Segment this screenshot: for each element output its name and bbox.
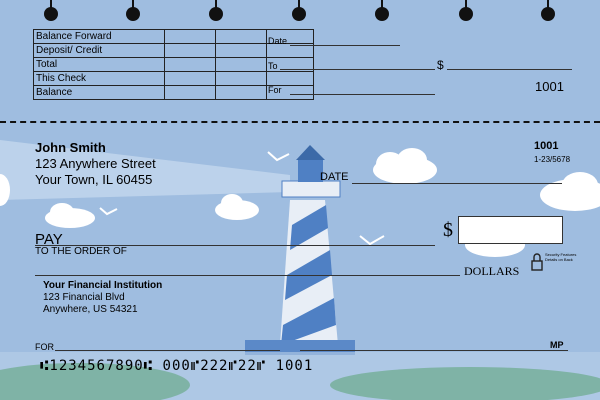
bank-name: Your Financial Institution	[43, 280, 163, 291]
stub-cell[interactable]	[215, 43, 267, 58]
stub-date-field[interactable]	[290, 45, 400, 46]
stub-dollar-sign: $	[437, 58, 444, 72]
stub-for-label: For	[268, 85, 282, 95]
stub-row-label: This Check	[33, 71, 165, 86]
stub-cell[interactable]	[164, 43, 216, 58]
stub-to-label: To	[268, 61, 278, 71]
payee-field[interactable]	[35, 245, 435, 246]
date-field[interactable]	[352, 183, 562, 184]
account-holder-address-line2: Your Town, IL 60455	[35, 172, 153, 187]
stub-cell[interactable]	[215, 85, 267, 100]
stub-row-label: Balance Forward	[33, 29, 165, 44]
stub-cell[interactable]	[164, 29, 216, 44]
lock-icon	[531, 253, 543, 271]
micr-line: ⑆1234567890⑆ 000⑈222⑈22⑈ 1001	[40, 358, 314, 374]
dollars-label: DOLLARS	[464, 264, 520, 278]
table-row: Balance	[33, 85, 314, 100]
written-amount-field[interactable]	[35, 275, 460, 276]
check-number: 1001	[534, 140, 559, 152]
memo-field[interactable]	[55, 350, 280, 351]
stub-cell[interactable]	[266, 71, 314, 86]
signature-field[interactable]	[300, 350, 568, 351]
stub-cell[interactable]	[215, 57, 267, 72]
amount-box[interactable]	[458, 216, 563, 244]
stub-cell[interactable]	[266, 85, 314, 100]
pay-label: PAY	[35, 231, 63, 248]
bank-address-line2: Anywhere, US 54321	[43, 304, 138, 315]
security-features-note: Security Features Details on Back	[545, 252, 577, 262]
mp-security-mark: MP	[550, 340, 564, 350]
stub-cell[interactable]	[215, 29, 267, 44]
stub-cell[interactable]	[215, 71, 267, 86]
stub-amount-field[interactable]	[447, 69, 572, 70]
stub-row-label: Total	[33, 57, 165, 72]
stub-register-table: Balance Forward Deposit/ Credit Total Th…	[33, 29, 314, 100]
account-holder-name: John Smith	[35, 140, 106, 155]
stub-cell[interactable]	[164, 71, 216, 86]
stub-date-label: Date	[268, 36, 288, 46]
table-row: Balance Forward	[33, 29, 314, 44]
table-row: Total	[33, 57, 314, 72]
date-label: DATE	[320, 171, 349, 183]
perforation-line	[0, 121, 600, 123]
amount-dollar-sign: $	[443, 219, 453, 241]
stub-cell[interactable]	[164, 85, 216, 100]
routing-fraction: 1-23/5678	[534, 155, 571, 164]
memo-label: FOR	[35, 342, 54, 352]
stub-row-label: Deposit/ Credit	[33, 43, 165, 58]
stub-check-number: 1001	[535, 79, 564, 94]
stub-for-field[interactable]	[290, 94, 435, 95]
table-row: This Check	[33, 71, 314, 86]
account-holder-address-line1: 123 Anywhere Street	[35, 156, 156, 171]
spiral-binding-icon	[44, 0, 555, 21]
to-the-order-of-label: TO THE ORDER OF	[35, 246, 127, 257]
bank-address-line1: 123 Financial Blvd	[43, 292, 125, 303]
stub-cell[interactable]	[164, 57, 216, 72]
stub-to-field[interactable]	[280, 69, 435, 70]
stub-row-label: Balance	[33, 85, 165, 100]
